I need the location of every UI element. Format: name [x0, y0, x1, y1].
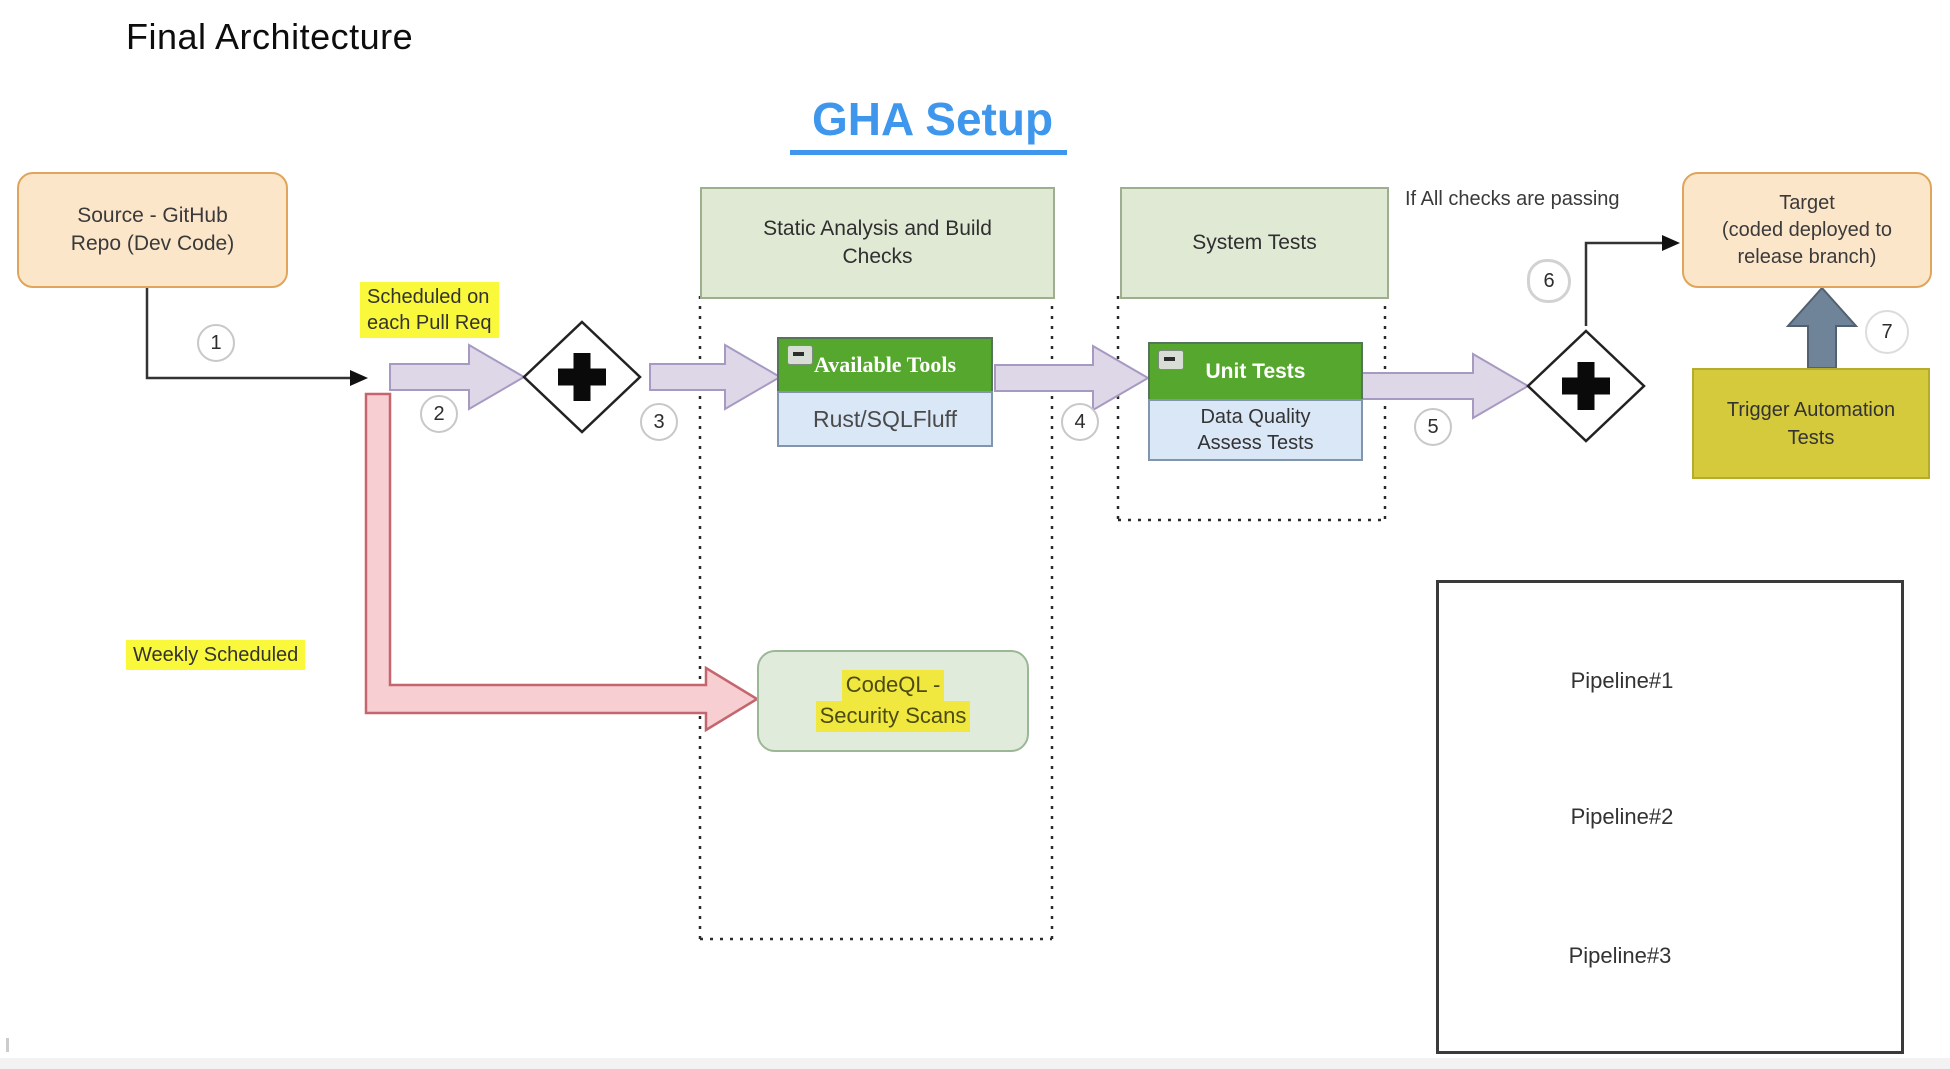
pipeline1-arrow-step2 — [389, 343, 526, 411]
step-badge-4: 4 — [1061, 403, 1099, 441]
pipeline3-up-arrow — [1785, 286, 1859, 369]
step-badge-2: 2 — [420, 395, 458, 433]
plus-icon — [1562, 362, 1610, 410]
codeql-node: CodeQL - Security Scans — [757, 650, 1029, 752]
pipeline1-arrow-step4 — [994, 344, 1150, 412]
collapse-minus-icon[interactable] — [1158, 350, 1184, 370]
step-badge-5: 5 — [1414, 408, 1452, 446]
page-title: Final Architecture — [126, 16, 414, 57]
available-tools-title: Available Tools — [813, 352, 957, 377]
available-tools-body: Rust/SQLFluff — [777, 391, 993, 447]
unit-tests-header[interactable]: Unit Tests — [1148, 342, 1363, 401]
legend-box — [1436, 580, 1904, 1054]
arrowhead-target — [1662, 235, 1680, 251]
connector-gate-to-target — [1584, 241, 1662, 326]
edge-artifact — [6, 1038, 9, 1052]
codeql-line1: CodeQL - — [841, 670, 945, 701]
available-tools-header[interactable]: Available Tools — [777, 337, 993, 393]
pipeline2-elbow-arrow — [364, 392, 760, 733]
legend-label-pipeline2: Pipeline#2 — [1570, 804, 1674, 829]
scheduled-on-label: Scheduled on each Pull Req — [360, 282, 499, 338]
legend-label-pipeline1: Pipeline#1 — [1570, 668, 1674, 693]
step-badge-6: 6 — [1527, 259, 1571, 303]
if-all-checks-label: If All checks are passing — [1405, 188, 1620, 210]
target-node: Target (coded deployed to release branch… — [1682, 172, 1932, 288]
unit-tests-body: Data Quality Assess Tests — [1148, 399, 1363, 461]
dashed-container-static — [698, 296, 1054, 941]
step-badge-1: 1 — [197, 324, 235, 362]
unit-tests-title: Unit Tests — [1205, 359, 1306, 383]
codeql-line2: Security Scans — [815, 701, 971, 732]
system-tests-header: System Tests — [1120, 187, 1389, 299]
collapse-minus-icon[interactable] — [787, 345, 813, 365]
pipeline1-arrow-step5 — [1361, 352, 1530, 420]
legend-label-pipeline3: Pipeline#3 — [1568, 943, 1672, 968]
weekly-scheduled-label: Weekly Scheduled — [126, 640, 306, 670]
step-badge-7: 7 — [1865, 310, 1909, 354]
connector-source-to-pipeline — [145, 286, 350, 380]
dashed-container-system — [1116, 296, 1387, 522]
diagram-heading: GHA Setup — [790, 92, 1068, 155]
source-node: Source - GitHub Repo (Dev Code) — [17, 172, 288, 288]
plus-icon — [558, 353, 606, 401]
trigger-automation-node: Trigger Automation Tests — [1692, 368, 1930, 479]
arrowhead-source — [350, 370, 368, 386]
step-badge-3: 3 — [640, 403, 678, 441]
static-analysis-header: Static Analysis and Build Checks — [700, 187, 1055, 299]
bottom-strip — [0, 1058, 1950, 1069]
pipeline1-arrow-step3 — [649, 343, 782, 411]
